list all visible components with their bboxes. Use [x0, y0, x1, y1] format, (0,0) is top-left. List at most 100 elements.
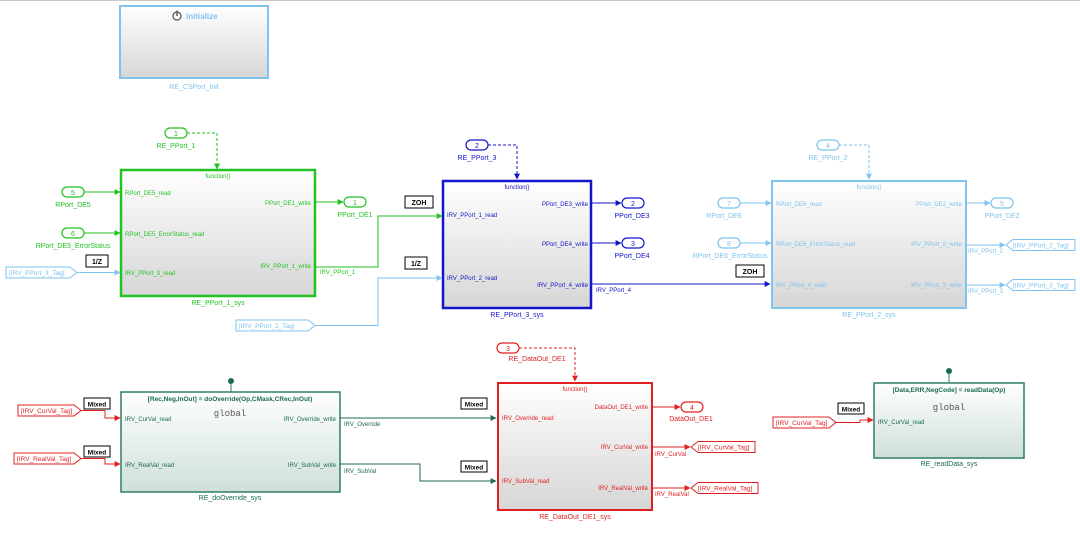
- line-irv-curval-out-label: IRV_CurVal: [655, 452, 686, 458]
- pport2-block-name: RE_PPort_2_sys: [842, 312, 896, 319]
- inport-rport-de5-errorstatus-name: RPort_DE5_ErrorStatus: [36, 243, 111, 250]
- pport3-input-0: IRV_PPort_1_read: [447, 213, 497, 219]
- from-irv-curval-tag-readdata-label: [IRV_CurVal_Tag]: [776, 420, 828, 427]
- goto-irv-pport2-tag-label: [IRV_PPort_2_Tag]: [1013, 243, 1069, 250]
- pport1-output-1: IRV_PPort_1_write: [260, 264, 312, 270]
- readdata-scope-label: global: [933, 403, 965, 413]
- outport-pport-de3-number: 2: [631, 201, 635, 208]
- pport1-trigger-port[interactable]: 1: [164, 127, 188, 139]
- outport-pport-de4-number: 3: [631, 241, 635, 248]
- goto-irv-curval-tag-label: [IRV_CurVal_Tag]: [698, 445, 750, 452]
- from-irv-pport2-tag[interactable]: [IRV_PPort_2_Tag]: [235, 319, 316, 332]
- goto-irv-pport2-tag[interactable]: [IRV_PPort_2_Tag]: [1005, 239, 1076, 251]
- outport-pport-de3[interactable]: 2: [621, 197, 645, 209]
- override-block-name: RE_doOverride_sys: [199, 495, 262, 502]
- from-irv-realval-tag-override[interactable]: [IRV_RealVal_Tag]: [13, 452, 82, 465]
- pport1-function-label: function(): [205, 174, 230, 180]
- pport1-unit-delay[interactable]: 1/Z: [85, 254, 109, 268]
- from-irv-realval-tag-override-label: [IRV_RealVal_Tag]: [17, 456, 72, 463]
- dataout-trigger-number: 3: [506, 346, 510, 353]
- pport2-input-2: IRV_PPort_4_read: [776, 283, 826, 289]
- pport3-subsystem[interactable]: function() IRV_PPort_1_read IRV_PPort_2_…: [441, 179, 593, 310]
- readdata-function-signature: [Data,ERR,NegCode] = readData(Op): [893, 387, 1006, 394]
- readdata-mixed[interactable]: Mixed: [837, 402, 865, 415]
- outport-dataout-de1-number: 4: [690, 405, 694, 412]
- outport-pport-de2[interactable]: 5: [990, 197, 1014, 209]
- pport2-zoh-label: ZOH: [743, 269, 758, 276]
- pport3-trigger-port[interactable]: 2: [465, 139, 489, 151]
- initialize-title: initialize: [186, 12, 218, 21]
- pport3-output-1: PPort_DE4_write: [542, 242, 589, 248]
- override-input-0: IRV_CurVal_read: [125, 417, 171, 423]
- inport-rport-de6[interactable]: 7: [717, 197, 741, 209]
- from-irv-pport3-tag[interactable]: [IRV_PPort_3_Tag]: [5, 266, 78, 279]
- goto-irv-realval-tag[interactable]: [IRV_RealVal_Tag]: [690, 482, 759, 494]
- from-irv-curval-tag-readdata[interactable]: [IRV_CurVal_Tag]: [772, 416, 837, 429]
- line-irv-pport2-out-label: IRV_PPort_2: [968, 249, 1004, 255]
- goto-irv-curval-tag[interactable]: [IRV_CurVal_Tag]: [690, 441, 756, 453]
- inport-rport-de6-number: 7: [727, 201, 731, 208]
- initialize-block[interactable]: initialize: [119, 5, 269, 79]
- pport1-output-0: PPort_DE1_write: [265, 201, 312, 207]
- override-input-1: IRV_RealVal_read: [125, 463, 174, 469]
- inport-rport-de5-errorstatus[interactable]: 6: [61, 227, 85, 239]
- pport2-output-1: IRV_PPort_2_write: [911, 242, 963, 248]
- from-irv-pport2-tag-label: [IRV_PPort_2_Tag]: [239, 323, 295, 330]
- pport3-trigger-line: [488, 144, 520, 180]
- dataout-trigger-line: [519, 347, 578, 382]
- override-scope-label: global: [214, 409, 246, 419]
- from-irv-pport3-tag-label: [IRV_PPort_3_Tag]: [9, 270, 65, 277]
- pport2-trigger-port[interactable]: 4: [816, 139, 840, 151]
- outport-pport-de2-name: PPort_DE2: [984, 213, 1019, 220]
- pport2-input-0: RPort_DE6_read: [776, 202, 822, 208]
- override-subsystem[interactable]: [Rec,Neg,InOut] = doOverride(Op,CMask,CR…: [120, 391, 341, 493]
- inport-rport-de6-name: RPort_DE6: [706, 213, 742, 220]
- dataout-subsystem[interactable]: function() IRV_Override_read IRV_SubVal_…: [497, 382, 653, 511]
- goto-irv-pport3-tag-label: [IRV_PPort_3_Tag]: [1013, 283, 1069, 290]
- override-output-0: IRV_Override_write: [284, 417, 337, 423]
- pport1-unit-delay-label: 1/Z: [92, 259, 103, 266]
- inport-rport-de6-errorstatus-number: 8: [727, 241, 731, 248]
- dataout-mixed-2-label: Mixed: [465, 465, 483, 472]
- line-curval-override: [81, 410, 121, 421]
- pport1-trigger-number: 1: [174, 131, 178, 138]
- override-mixed-2[interactable]: Mixed: [83, 445, 111, 458]
- inport-rport-de6-errorstatus[interactable]: 8: [717, 237, 741, 249]
- pport1-trigger-line: [187, 132, 220, 170]
- pport3-zoh[interactable]: ZOH: [404, 195, 434, 209]
- pport3-unit-delay-label: 1/Z: [411, 261, 422, 268]
- outport-pport-de4[interactable]: 3: [621, 237, 645, 249]
- pport2-subsystem[interactable]: function() RPort_DE6_read RPort_DE6_Erro…: [771, 180, 967, 309]
- line-irv-pport4-label: IRV_PPort_4: [596, 288, 632, 294]
- dataout-mixed-1[interactable]: Mixed: [460, 397, 488, 410]
- pport1-input-2: IRV_PPort_3_read: [125, 271, 175, 277]
- inport-rport-de5-number: 5: [71, 190, 75, 197]
- readdata-subsystem[interactable]: [Data,ERR,NegCode] = readData(Op) global…: [873, 382, 1025, 459]
- dataout-trigger-port[interactable]: 3: [496, 342, 520, 354]
- line-irv-realval-out-label: IRV_RealVal: [655, 492, 689, 498]
- inport-rport-de5-errorstatus-number: 6: [71, 231, 75, 238]
- from-irv-curval-tag-override[interactable]: [IRV_CurVal_Tag]: [17, 404, 82, 417]
- line-irv-subval: [340, 463, 497, 484]
- override-mixed-1-label: Mixed: [88, 402, 106, 409]
- pport1-subsystem[interactable]: function() RPort_DE5_read RPort_DE5_Erro…: [119, 168, 317, 298]
- pport3-block-name: RE_PPort_3_sys: [490, 312, 544, 319]
- override-mixed-1[interactable]: Mixed: [83, 397, 111, 410]
- pport2-zoh[interactable]: ZOH: [735, 264, 765, 278]
- dataout-output-0: DataOut_DE1_write: [595, 405, 649, 411]
- initialize-block-name: RE_CSPort_Init: [169, 84, 218, 91]
- pport2-input-1: RPort_DE6_ErrorStatus_read: [776, 242, 855, 248]
- pport2-trigger-name: RE_PPort_2: [809, 155, 848, 162]
- inport-rport-de5-name: RPort_DE5: [55, 202, 91, 209]
- pport3-unit-delay[interactable]: 1/Z: [404, 256, 428, 270]
- outport-pport-de4-name: PPort_DE4: [614, 253, 649, 260]
- dataout-mixed-2[interactable]: Mixed: [460, 460, 488, 473]
- outport-pport-de1[interactable]: 1: [343, 196, 367, 208]
- dataout-input-1: IRV_SubVal_read: [502, 479, 549, 485]
- pport3-input-1: IRV_PPort_2_read: [447, 276, 497, 282]
- outport-dataout-de1[interactable]: 4: [680, 401, 704, 413]
- goto-irv-pport3-tag[interactable]: [IRV_PPort_3_Tag]: [1005, 279, 1076, 291]
- inport-rport-de5[interactable]: 5: [61, 186, 85, 198]
- readdata-block-name: RE_readData_sys: [921, 461, 978, 468]
